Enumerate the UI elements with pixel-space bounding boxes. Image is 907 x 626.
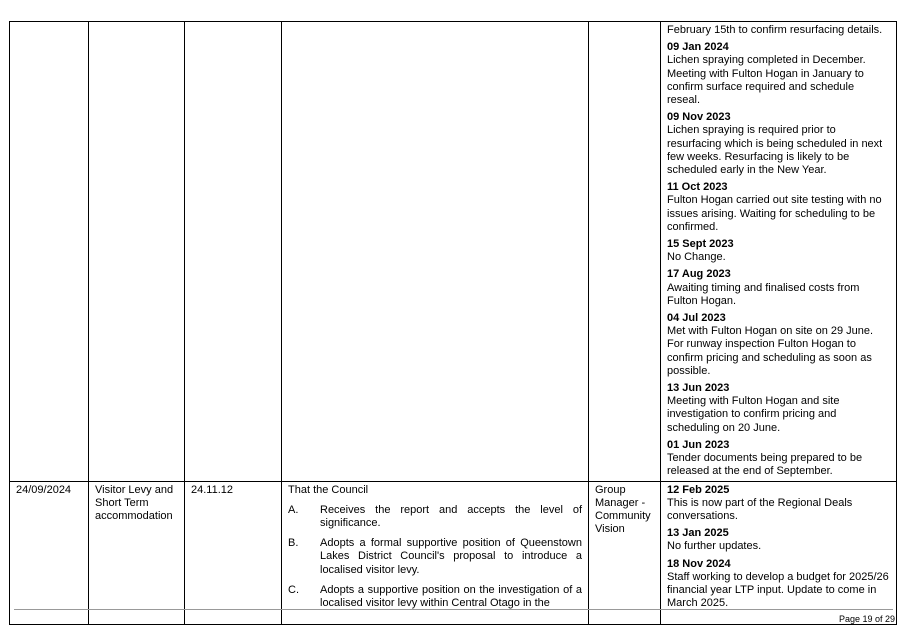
update-date: 18 Nov 2024 <box>667 557 731 570</box>
update-continuation-text: February 15th to confirm resurfacing det… <box>667 24 883 36</box>
owner-cell <box>588 21 661 482</box>
update-text: This is now part of the Regional Deals c… <box>667 496 853 522</box>
update-date: 04 Jul 2023 <box>667 312 726 325</box>
update-date: 01 Jun 2023 <box>667 438 730 451</box>
meeting-date-cell: 24/09/2024 <box>9 480 89 625</box>
topic-cell <box>88 21 185 482</box>
update-date: 09 Jan 2024 <box>667 41 729 54</box>
updates-cell: February 15th to confirm resurfacing det… <box>660 21 897 482</box>
update-date: 11 Oct 2023 <box>667 181 728 194</box>
topic-cell: Visitor Levy and Short Term accommodatio… <box>88 480 185 625</box>
resolution-item: A. Receives the report and accepts the l… <box>288 504 582 530</box>
footer-divider <box>14 609 893 610</box>
resolution-item: B. Adopts a formal supportive position o… <box>288 537 582 577</box>
actions-table: February 15th to confirm resurfacing det… <box>9 21 897 625</box>
update-text: Meeting with Fulton Hogan and site inves… <box>667 395 840 434</box>
update-text: Lichen spraying is required prior to res… <box>667 124 883 177</box>
resolution-number-cell: 24.11.12 <box>184 480 282 625</box>
update-text: Awaiting timing and finalised costs from… <box>667 281 860 307</box>
update-date: 13 Jun 2023 <box>667 382 730 395</box>
update-text: No further updates. <box>667 540 762 553</box>
update-text: Tender documents being prepared to be re… <box>667 452 863 478</box>
resolution-item-letter: A. <box>288 503 299 516</box>
resolution-item-letter: C. <box>288 583 299 596</box>
table-row: 24/09/2024 Visitor Levy and Short Term a… <box>9 480 897 625</box>
resolution-item-letter: B. <box>288 537 299 550</box>
updates-cell: 12 Feb 2025 This is now part of the Regi… <box>660 480 897 625</box>
resolution-item: C. Adopts a supportive position on the i… <box>288 584 582 610</box>
update-text: No Change. <box>667 251 726 264</box>
resolution-number-cell <box>184 21 282 482</box>
resolution-cell <box>281 21 589 482</box>
page-number: Page 19 of 29 <box>838 614 895 624</box>
owner-cell: Group Manager - Community Vision <box>588 480 661 625</box>
update-text: Staff working to develop a budget for 20… <box>667 570 889 610</box>
update-date: 15 Sept 2023 <box>667 238 734 251</box>
update-text: Fulton Hogan carried out site testing wi… <box>667 194 882 233</box>
update-text: Lichen spraying completed in December. M… <box>667 54 866 107</box>
resolution-intro: That the Council <box>288 483 369 496</box>
resolution-item-text: Receives the report and accepts the leve… <box>320 503 582 529</box>
table-row: February 15th to confirm resurfacing det… <box>9 21 897 482</box>
resolution-item-text: Adopts a formal supportive position of Q… <box>320 537 582 576</box>
resolution-cell: That the Council A. Receives the report … <box>281 480 589 625</box>
update-date: 09 Nov 2023 <box>667 111 731 124</box>
update-text: Met with Fulton Hogan on site on 29 June… <box>667 325 874 377</box>
meeting-date-cell <box>9 21 89 482</box>
update-date: 17 Aug 2023 <box>667 268 731 281</box>
update-date: 13 Jan 2025 <box>667 527 729 540</box>
resolution-item-text: Adopts a supportive position on the inve… <box>320 583 582 609</box>
update-date: 12 Feb 2025 <box>667 483 730 496</box>
